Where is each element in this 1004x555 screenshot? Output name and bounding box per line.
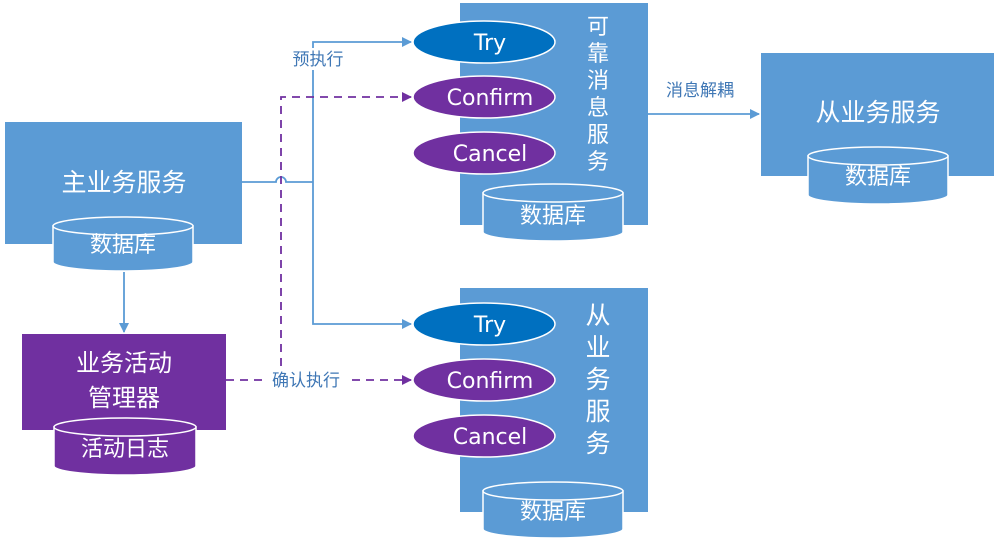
sub-service-bottom-title-char-0: 从 [585,301,610,330]
reliable-msg-confirm-label: Confirm [447,86,534,111]
reliable-msg-db-label: 数据库 [520,204,586,229]
activity-manager-line1: 业务活动 [76,349,172,377]
edge-main-to-reliable-try [312,37,412,182]
sub-service-bottom-title-char-1: 业 [585,333,610,362]
sub-service-bottom-db-label: 数据库 [520,500,586,525]
edge-manager-to-reliable-confirm [280,92,412,380]
reliable-msg-cancel-oval: Cancel [412,131,556,175]
reliable-msg-title-char-0: 可 [587,15,609,40]
edge-label-msg-decouple: 消息解耦 [666,81,734,101]
sub-service-bottom-cancel-oval: Cancel [412,414,556,458]
reliable-msg-title-char-3: 息 [587,96,609,121]
reliable-msg-try-oval: Try [412,20,556,64]
sub-service-bottom-try-oval: Try [412,302,556,346]
sub-service-bottom-db: 数据库 [482,481,624,539]
sub-service-bottom-cancel-label: Cancel [453,425,528,450]
reliable-msg-cancel-label: Cancel [453,142,528,167]
activity-log-db-label: 活动日志 [81,437,169,462]
reliable-msg-title-char-2: 消 [587,69,609,94]
sub-service-top-db-label: 数据库 [845,165,911,190]
reliable-msg-confirm-oval: Confirm [412,75,556,119]
edge-main-to-try-trunk [242,176,313,183]
reliable-msg-title-char-5: 务 [587,150,609,175]
activity-log-db: 活动日志 [53,417,197,476]
sub-service-bottom-title-char-2: 务 [585,365,610,394]
sub-service-top-title: 从业务服务 [815,98,940,127]
sub-service-bottom-title-char-3: 服 [585,397,610,426]
sub-service-bottom-title-char-4: 务 [585,429,610,458]
main-service-title: 主业务服务 [61,168,186,197]
activity-manager-node: 业务活动 管理器 [22,334,226,430]
edge-label-confirm-execute: 确认执行 [272,371,340,391]
main-service-db: 数据库 [52,216,194,272]
activity-manager-line2: 管理器 [88,384,160,412]
sub-service-bottom-try-label: Try [473,313,506,338]
reliable-msg-try-label: Try [473,31,506,56]
reliable-msg-db: 数据库 [482,183,624,242]
sub-service-bottom-confirm-oval: Confirm [412,358,556,402]
reliable-msg-title-char-4: 服 [587,123,609,148]
main-service-db-label: 数据库 [90,233,156,258]
edge-main-to-sub-try [312,182,412,329]
edge-label-pre-execute: 预执行 [293,50,344,70]
reliable-msg-title-char-1: 靠 [587,42,609,67]
sub-service-bottom-confirm-label: Confirm [447,369,534,394]
sub-service-top-db: 数据库 [807,146,949,205]
